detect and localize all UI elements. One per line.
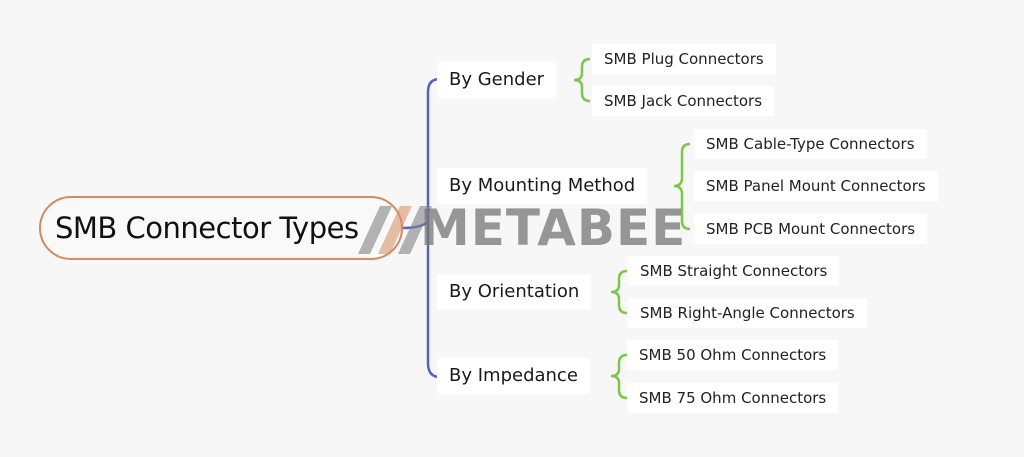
leaf-smb-right-angle: SMB Right-Angle Connectors: [628, 298, 867, 328]
leaf-label: SMB Plug Connectors: [604, 50, 764, 68]
leaf-smb-cable-type: SMB Cable-Type Connectors: [694, 129, 927, 159]
category-by-orientation: By Orientation: [437, 274, 592, 310]
leaf-smb-pcb-mount: SMB PCB Mount Connectors: [694, 214, 928, 244]
brace-orientation: [610, 269, 628, 315]
category-by-mounting-method: By Mounting Method: [437, 168, 648, 204]
category-by-impedance: By Impedance: [437, 358, 590, 394]
brace-impedance: [610, 353, 628, 400]
leaf-label: SMB Straight Connectors: [640, 262, 828, 280]
leaf-label: SMB Right-Angle Connectors: [640, 304, 855, 322]
leaf-label: SMB Jack Connectors: [604, 92, 763, 110]
category-label: By Mounting Method: [449, 175, 636, 196]
leaf-label: SMB PCB Mount Connectors: [706, 220, 916, 238]
brace-gender: [573, 57, 591, 103]
trunk-bracket: [426, 77, 441, 379]
category-label: By Orientation: [449, 281, 580, 302]
leaf-smb-75-ohm: SMB 75 Ohm Connectors: [627, 383, 839, 413]
leaf-smb-50-ohm: SMB 50 Ohm Connectors: [627, 340, 839, 370]
category-label: By Impedance: [449, 365, 578, 386]
leaf-smb-straight: SMB Straight Connectors: [628, 256, 840, 286]
leaf-label: SMB 50 Ohm Connectors: [639, 346, 827, 364]
category-label: By Gender: [449, 69, 545, 90]
leaf-smb-jack: SMB Jack Connectors: [592, 86, 775, 116]
leaf-smb-plug: SMB Plug Connectors: [592, 44, 776, 74]
brace-mounting: [673, 142, 691, 231]
leaf-label: SMB 75 Ohm Connectors: [639, 389, 827, 407]
root-node: SMB Connector Types: [39, 196, 403, 260]
category-by-gender: By Gender: [437, 62, 557, 98]
leaf-smb-panel-mount: SMB Panel Mount Connectors: [694, 171, 938, 201]
leaf-label: SMB Cable-Type Connectors: [706, 135, 915, 153]
root-label: SMB Connector Types: [55, 211, 359, 245]
leaf-label: SMB Panel Mount Connectors: [706, 177, 926, 195]
root-connector: [402, 220, 429, 230]
